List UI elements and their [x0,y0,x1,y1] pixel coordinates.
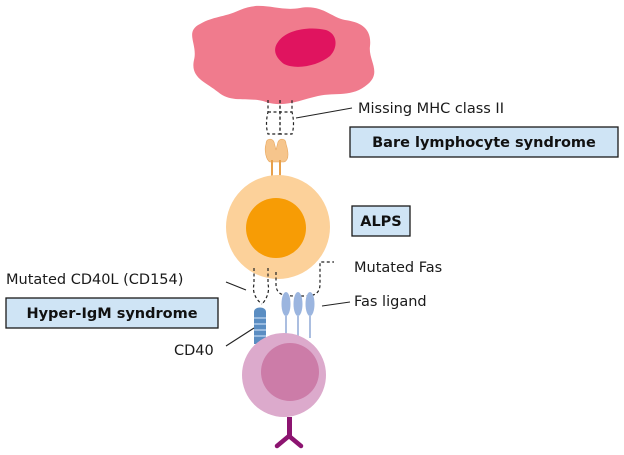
missing-mhc-label: Missing MHC class II [358,101,504,117]
hyper-igm-label: Hyper-IgM syndrome [26,306,197,322]
t-cell-receptor [264,138,289,176]
leader-lines [225,107,353,347]
alps-box: ALPS [351,205,411,237]
mutated-cd40l-outline [252,268,270,305]
fas-ligand-2 [293,292,303,338]
fas-ligand-3 [305,292,315,338]
alps-label: ALPS [360,214,402,230]
b-cell [242,333,326,417]
fas-ligand-label: Fas ligand [354,294,427,310]
apc-nucleus [275,28,336,67]
cd40-receptor [254,307,266,344]
mutated-fas-label: Mutated Fas [354,260,442,276]
mutated-cd40l-label: Mutated CD40L (CD154) [6,272,183,288]
bare-lymphocyte-label: Bare lymphocyte syndrome [372,135,596,151]
mutated-fas-outline [275,261,334,297]
bare-lymphocyte-box: Bare lymphocyte syndrome [349,126,619,158]
antibody-icon [274,417,304,449]
missing-mhc-class-ii-outline [265,100,295,135]
t-cell-nucleus [246,198,306,258]
t-cell [226,175,330,279]
fas-ligand-molecules [281,292,315,338]
cd40-label: CD40 [174,343,214,359]
b-cell-nucleus [261,343,319,401]
fas-ligand-1 [281,292,291,338]
hyper-igm-box: Hyper-IgM syndrome [5,297,219,329]
antigen-presenting-cell [192,5,375,105]
